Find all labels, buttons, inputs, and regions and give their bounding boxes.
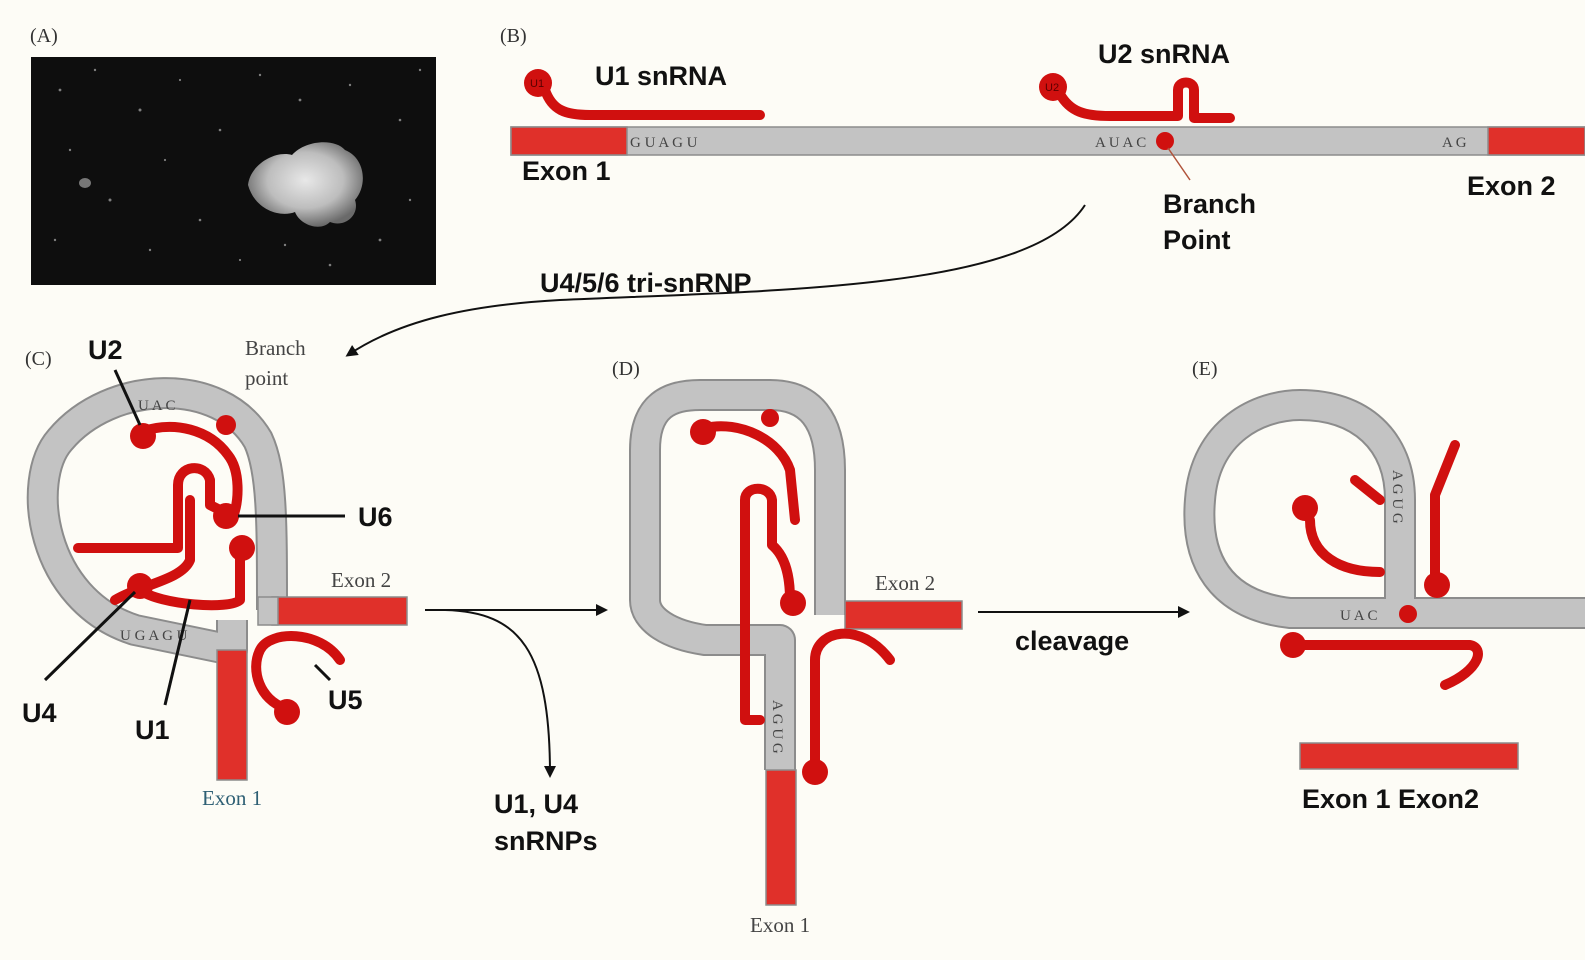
electron-micrograph bbox=[31, 57, 436, 285]
c-u5-label: U5 bbox=[328, 685, 363, 715]
d-branch-marker bbox=[761, 409, 779, 427]
d-seq-stem: A G U G bbox=[769, 700, 785, 754]
seq-3ss: A G bbox=[1442, 135, 1467, 151]
c-u6-label: U6 bbox=[358, 502, 393, 532]
seq-branch: A U A C bbox=[1095, 135, 1146, 151]
exon2-box bbox=[1488, 127, 1585, 155]
c-seq-bottom: U G A G U bbox=[120, 628, 188, 644]
cleavage-label: cleavage bbox=[1015, 626, 1129, 656]
c-u1-label: U1 bbox=[135, 715, 170, 745]
d-exon2-label: Exon 2 bbox=[875, 571, 935, 595]
panel-e-label: (E) bbox=[1192, 358, 1218, 380]
released-label: U1, U4 bbox=[494, 789, 578, 819]
e-branch-marker bbox=[1399, 605, 1417, 623]
panel-d-strand bbox=[645, 395, 962, 905]
c-exon2-label: Exon 2 bbox=[331, 568, 391, 592]
c-exon1-label: Exon 1 bbox=[202, 786, 262, 810]
exon1-label-b: Exon 1 bbox=[522, 156, 611, 186]
e-seq-bar: U A C bbox=[1340, 608, 1378, 624]
u1-snrna-label: U1 snRNA bbox=[595, 61, 727, 91]
branch-point-label-b: Branch bbox=[1163, 189, 1256, 219]
c-u5-pointer bbox=[315, 665, 330, 680]
panel-d-label: (D) bbox=[612, 358, 640, 380]
branch-point-a-marker bbox=[1156, 132, 1174, 150]
u2-snrna: U2 bbox=[1039, 73, 1230, 118]
seq-5ss: G U A G U bbox=[630, 135, 698, 151]
c-u2-label: U2 bbox=[88, 335, 123, 365]
d-exon2-box bbox=[845, 601, 962, 629]
d-exon1-box bbox=[766, 770, 796, 905]
panel-c-snrnas bbox=[78, 423, 340, 725]
c-seq-top: U A C bbox=[138, 398, 176, 414]
exon2-label-b: Exon 2 bbox=[1467, 171, 1556, 201]
panel-e-snrnas bbox=[1280, 445, 1478, 685]
c-u4-label: U4 bbox=[22, 698, 57, 728]
e-joined-label: Exon 1 Exon2 bbox=[1302, 784, 1479, 814]
tri-snrnp-label: U4/5/6 tri-snRNP bbox=[540, 268, 752, 298]
exon1-box bbox=[511, 127, 627, 155]
panel-b-label: (B) bbox=[500, 25, 527, 47]
c-branch-marker bbox=[216, 415, 236, 435]
d-exon1-label: Exon 1 bbox=[750, 913, 810, 937]
c-branch-point-label: Branch bbox=[245, 336, 306, 360]
arrow-release bbox=[445, 610, 550, 775]
e-seq-loop: A G U G bbox=[1389, 470, 1405, 524]
svg-text:U2: U2 bbox=[1045, 82, 1059, 94]
c-branch-point-label-2: point bbox=[245, 366, 288, 390]
panel-a-label: (A) bbox=[30, 25, 58, 47]
panel-c-label: (C) bbox=[25, 348, 52, 370]
svg-text:U1: U1 bbox=[530, 78, 544, 90]
c-exon2-box bbox=[272, 597, 407, 625]
released-label-2: snRNPs bbox=[494, 826, 598, 856]
u2-snrna-label: U2 snRNA bbox=[1098, 39, 1230, 69]
c-exon1-box bbox=[217, 650, 247, 780]
e-joined-exons-box bbox=[1300, 743, 1518, 769]
branch-point-label-b-2: Point bbox=[1163, 225, 1231, 255]
